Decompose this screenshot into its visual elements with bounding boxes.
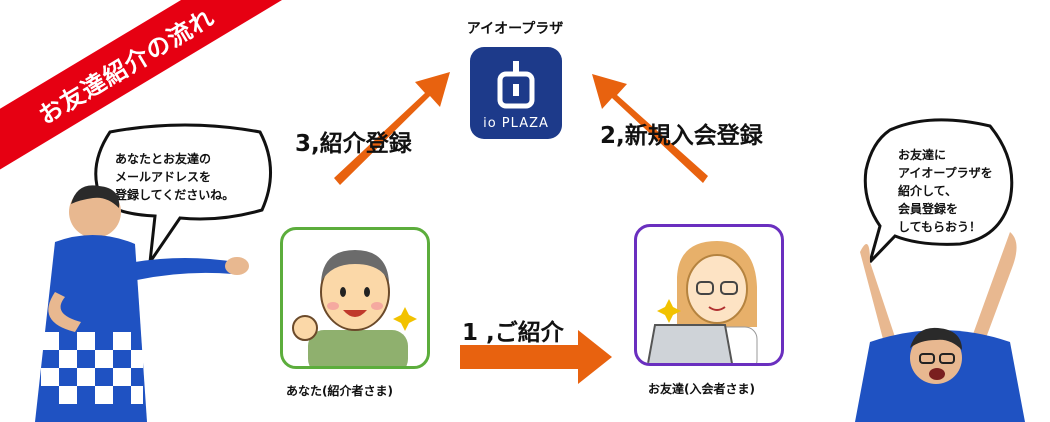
friend-card bbox=[634, 224, 784, 366]
left-person-photo bbox=[35, 185, 249, 422]
io-plaza-logo: io PLAZA bbox=[470, 47, 562, 139]
power-icon bbox=[497, 61, 535, 109]
friend-caption: お友達(入会者さま) bbox=[648, 382, 755, 396]
right-person-photo bbox=[855, 232, 1025, 422]
logo-text: io PLAZA bbox=[483, 116, 549, 131]
step3-label: 3,紹介登録 bbox=[295, 131, 412, 157]
bubble-left-text: あなたとお友達の メールアドレスを 登録してくださいね。 bbox=[115, 152, 235, 202]
step2-label: 2,新規入会登録 bbox=[600, 123, 763, 149]
arrow-step1 bbox=[460, 330, 612, 384]
referrer-card bbox=[280, 227, 430, 369]
bubble-right-text: お友達に アイオープラザを 紹介して、 会員登録を してもらおう！ bbox=[898, 148, 993, 234]
woman-illustration bbox=[647, 241, 758, 363]
arrow-step3 bbox=[334, 72, 450, 185]
arrow-step2 bbox=[592, 74, 708, 183]
brand-title: アイオープラザ bbox=[466, 21, 564, 37]
man-illustration bbox=[292, 250, 417, 366]
step1-label: 1 ,ご紹介 bbox=[462, 320, 564, 346]
speech-bubble-right bbox=[863, 118, 1014, 264]
referrer-caption: あなた(紹介者さま) bbox=[286, 384, 393, 398]
